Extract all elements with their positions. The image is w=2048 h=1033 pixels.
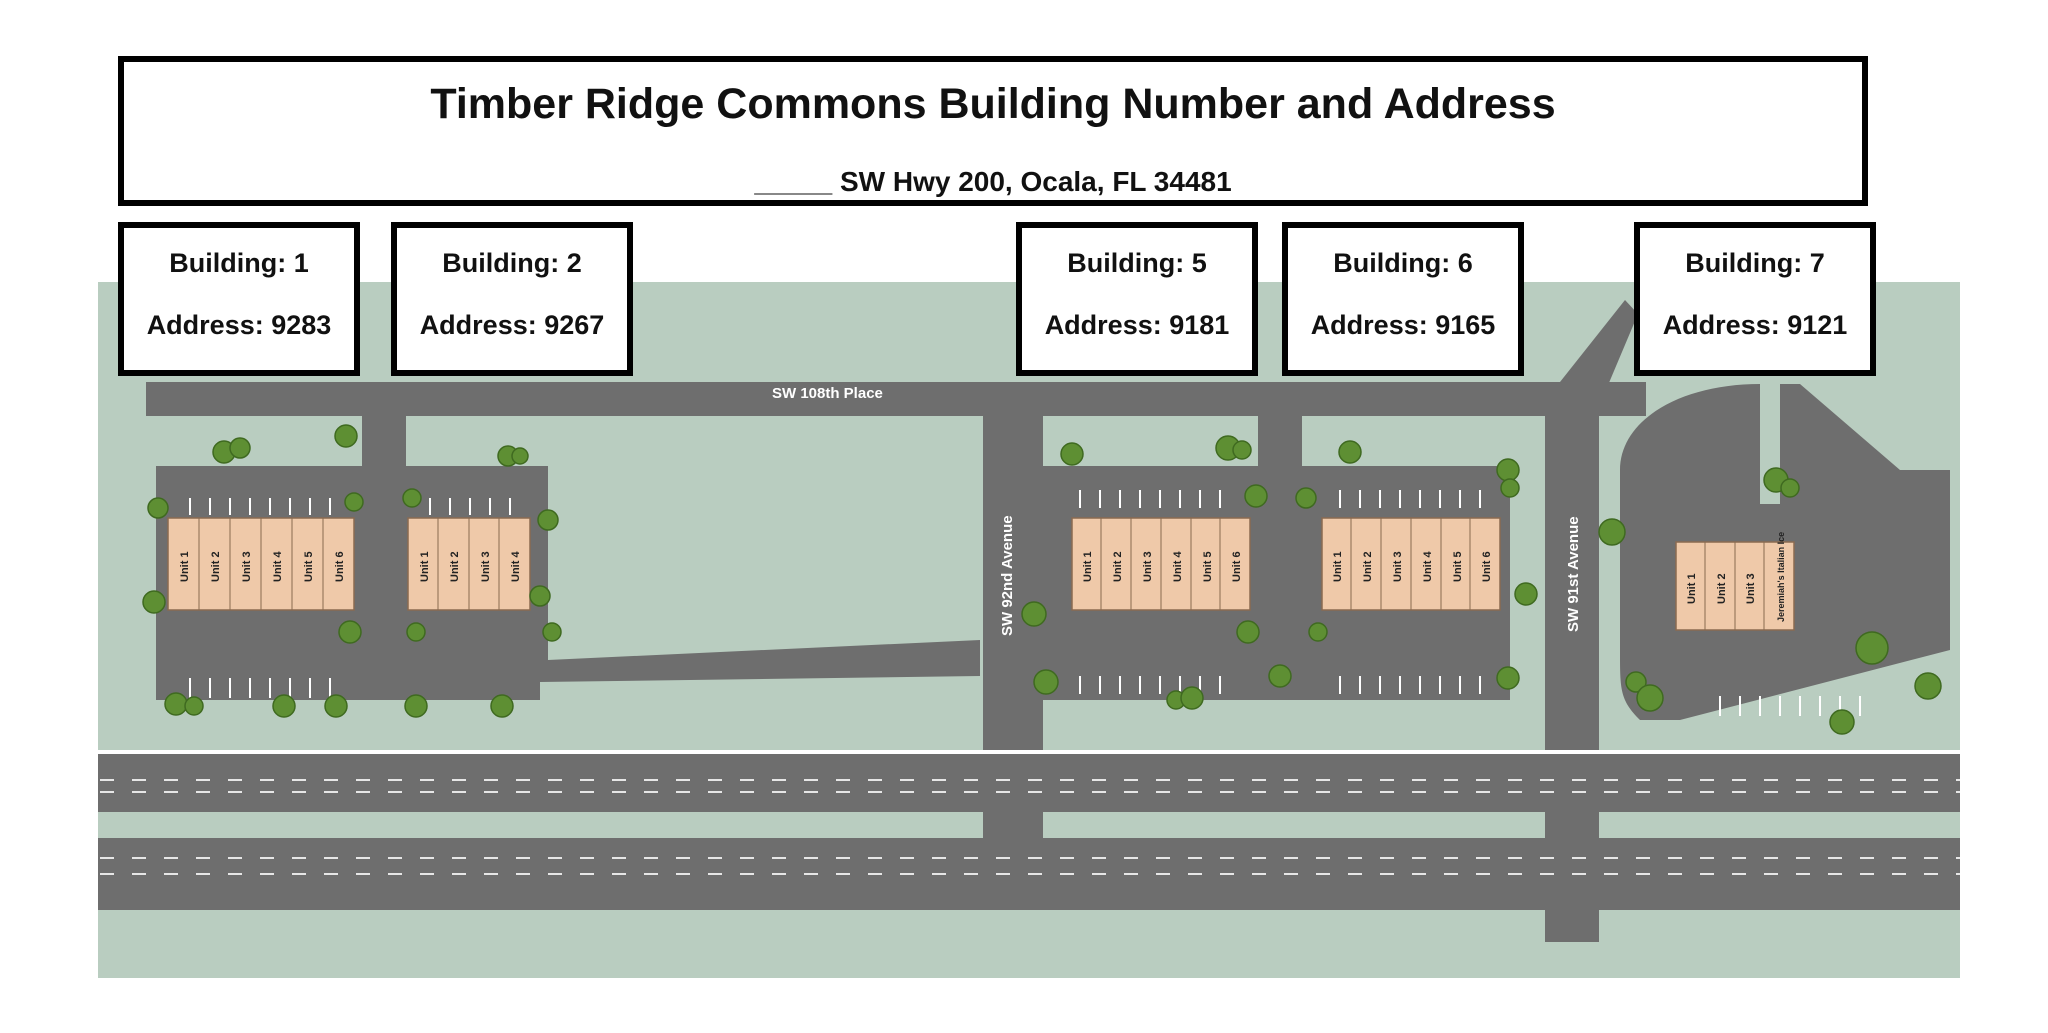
unit-label: Unit 5 bbox=[1452, 551, 1464, 582]
title-panel: Timber Ridge Commons Building Number and… bbox=[118, 56, 1868, 206]
unit-label: Unit 4 bbox=[1422, 551, 1434, 582]
building-number: 7 bbox=[1809, 248, 1825, 278]
building-number: 2 bbox=[566, 248, 582, 278]
unit-label: Unit 2 bbox=[449, 551, 461, 582]
unit-label: Unit 6 bbox=[1481, 551, 1493, 582]
page-title: Timber Ridge Commons Building Number and… bbox=[430, 80, 1556, 128]
building-callout-1: Building: 1 Address: 9283 bbox=[118, 222, 360, 376]
page-subtitle: _____ SW Hwy 200, Ocala, FL 34481 bbox=[754, 166, 1232, 197]
building-address: 9283 bbox=[271, 310, 332, 340]
unit-label: Unit 4 bbox=[510, 551, 522, 582]
building-2-footprint bbox=[407, 517, 531, 611]
unit-labels-b5: Unit 1 Unit 2 Unit 3 Unit 4 Unit 5 Unit … bbox=[1082, 551, 1243, 582]
unit-label: Unit 1 bbox=[1332, 551, 1344, 582]
building-callout-2: Building: 2 Address: 9267 bbox=[391, 222, 633, 376]
street-label-sw-108th: SW 108th Place bbox=[772, 385, 883, 402]
unit-label: Unit 1 bbox=[419, 551, 431, 582]
unit-label: Unit 2 bbox=[1112, 551, 1124, 582]
building-5-footprint bbox=[1071, 517, 1251, 611]
connector-road-left bbox=[362, 416, 406, 700]
building-number: 5 bbox=[1191, 248, 1207, 278]
building-address-line: Address: 9165 bbox=[1310, 310, 1496, 340]
unit-label: Unit 3 bbox=[1745, 573, 1757, 604]
unit-label: Unit 2 bbox=[210, 551, 222, 582]
building-6-footprint bbox=[1321, 517, 1501, 611]
unit-label: Unit 6 bbox=[1231, 551, 1243, 582]
unit-label: Unit 3 bbox=[1142, 551, 1154, 582]
building-address: 9121 bbox=[1787, 310, 1848, 340]
building-address: 9165 bbox=[1435, 310, 1496, 340]
unit-label: Unit 2 bbox=[1362, 551, 1374, 582]
building-1-footprint bbox=[167, 517, 355, 611]
building-address-line: Address: 9181 bbox=[1044, 310, 1230, 340]
unit-label: Unit 1 bbox=[179, 551, 191, 582]
unit-labels-b2: Unit 1 Unit 2 Unit 3 Unit 4 bbox=[419, 551, 522, 582]
trees bbox=[142, 424, 1942, 735]
building-callout-5: Building: 5 Address: 9181 bbox=[1016, 222, 1258, 376]
unit-label: Unit 3 bbox=[1392, 551, 1404, 582]
building-callout-7: Building: 7 Address: 9121 bbox=[1634, 222, 1876, 376]
road-sw-108th bbox=[146, 382, 1646, 416]
unit-label: Unit 1 bbox=[1082, 551, 1094, 582]
building-number-line: Building: 7 bbox=[1685, 248, 1825, 278]
unit-labels-b7: Unit 1 Unit 2 Unit 3 Jeremiah's Italian … bbox=[1686, 532, 1786, 622]
unit-labels-b6: Unit 1 Unit 2 Unit 3 Unit 4 Unit 5 Unit … bbox=[1332, 551, 1493, 582]
unit-label: Unit 4 bbox=[1172, 551, 1184, 582]
unit-label: Unit 4 bbox=[272, 551, 284, 582]
building-number-line: Building: 1 bbox=[169, 248, 309, 278]
lane-markings bbox=[100, 779, 1960, 875]
building-number: 6 bbox=[1457, 248, 1473, 278]
building-address-line: Address: 9267 bbox=[419, 310, 605, 340]
unit-label: Unit 3 bbox=[480, 551, 492, 582]
unit-labels-b1: Unit 1 Unit 2 Unit 3 Unit 4 Unit 5 Unit … bbox=[179, 551, 346, 582]
parking-stripes bbox=[189, 490, 1861, 716]
street-label-sw-92nd: SW 92nd Avenue bbox=[999, 515, 1016, 636]
building-address-line: Address: 9121 bbox=[1662, 310, 1848, 340]
building-address: 9181 bbox=[1169, 310, 1230, 340]
unit-label: Unit 2 bbox=[1716, 573, 1728, 604]
building-number: 1 bbox=[293, 248, 309, 278]
building-callout-6: Building: 6 Address: 9165 bbox=[1282, 222, 1524, 376]
road-sw-92nd bbox=[983, 416, 1043, 756]
unit-label: Unit 3 bbox=[241, 551, 253, 582]
building-7-footprint bbox=[1675, 541, 1795, 631]
building-number-line: Building: 5 bbox=[1067, 248, 1207, 278]
building-number-line: Building: 2 bbox=[442, 248, 582, 278]
unit-label: Jeremiah's Italian Ice bbox=[1776, 532, 1786, 622]
building-number-line: Building: 6 bbox=[1333, 248, 1473, 278]
building-address-line: Address: 9283 bbox=[146, 310, 332, 340]
hwy-200-north bbox=[98, 752, 1960, 812]
building-address: 9267 bbox=[544, 310, 605, 340]
unit-label: Unit 1 bbox=[1686, 573, 1698, 604]
unit-label: Unit 5 bbox=[1202, 551, 1214, 582]
street-label-sw-91st: SW 91st Avenue bbox=[1565, 516, 1582, 632]
unit-label: Unit 6 bbox=[334, 551, 346, 582]
unit-label: Unit 5 bbox=[303, 551, 315, 582]
